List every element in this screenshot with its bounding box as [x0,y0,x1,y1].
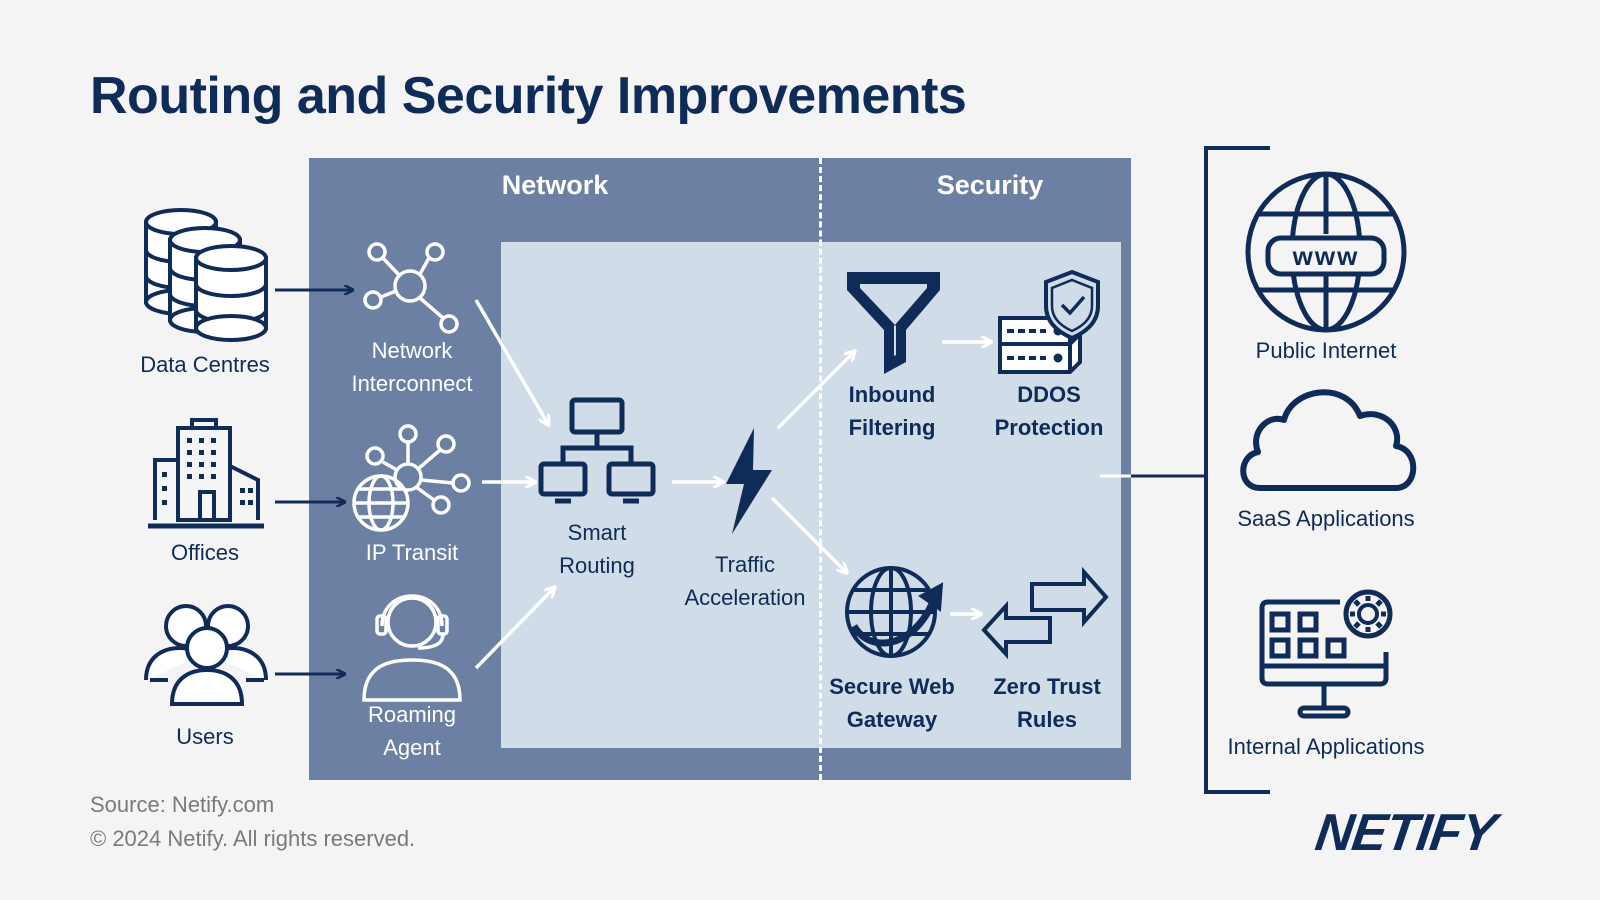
www-badge-text: www [1292,241,1360,271]
monitor-apps-icon [1259,589,1393,719]
database-icon [144,208,268,342]
users-group-icon [144,604,268,706]
network-hub-icon [363,242,459,334]
network-topology-icon [538,397,656,504]
copyright-note: © 2024 Netify. All rights reserved. [90,826,416,851]
destinations-bracket [1204,146,1270,794]
arrow-acceleration-filtering [776,352,854,430]
globe-www-icon [1245,171,1407,333]
security-section-heading: Security [936,170,1044,200]
exchange-arrows-icon [981,566,1109,660]
cloud-icon [1240,389,1417,491]
label-saas-applications: SaaS Applications [1237,506,1415,531]
label-users: Users [176,724,234,749]
label-ip-transit: IP Transit [365,540,459,565]
page-title: Routing and Security Improvements [90,67,967,125]
section-divider [819,158,822,780]
label-data-centres: Data Centres [140,352,270,377]
funnel-filter-icon [847,272,940,374]
label-offices: Offices [170,540,240,565]
globe-network-icon [352,424,471,532]
source-note: Source: Netify.com [90,792,275,817]
netify-logo: NETIFY [1311,804,1499,862]
headset-agent-icon [362,594,462,702]
label-public-internet: Public Internet [1255,338,1397,363]
globe-arrow-icon [845,566,944,658]
network-section-heading: Network [501,170,609,200]
label-internal-applications: Internal Applications [1227,734,1425,759]
arrow-interconnect-routing [474,299,548,424]
shield-server-icon [998,269,1100,374]
arrow-roaming-routing [474,588,554,670]
lightning-bolt-icon [726,428,772,534]
office-building-icon [148,418,264,529]
arrow-acceleration-gateway [770,496,846,572]
